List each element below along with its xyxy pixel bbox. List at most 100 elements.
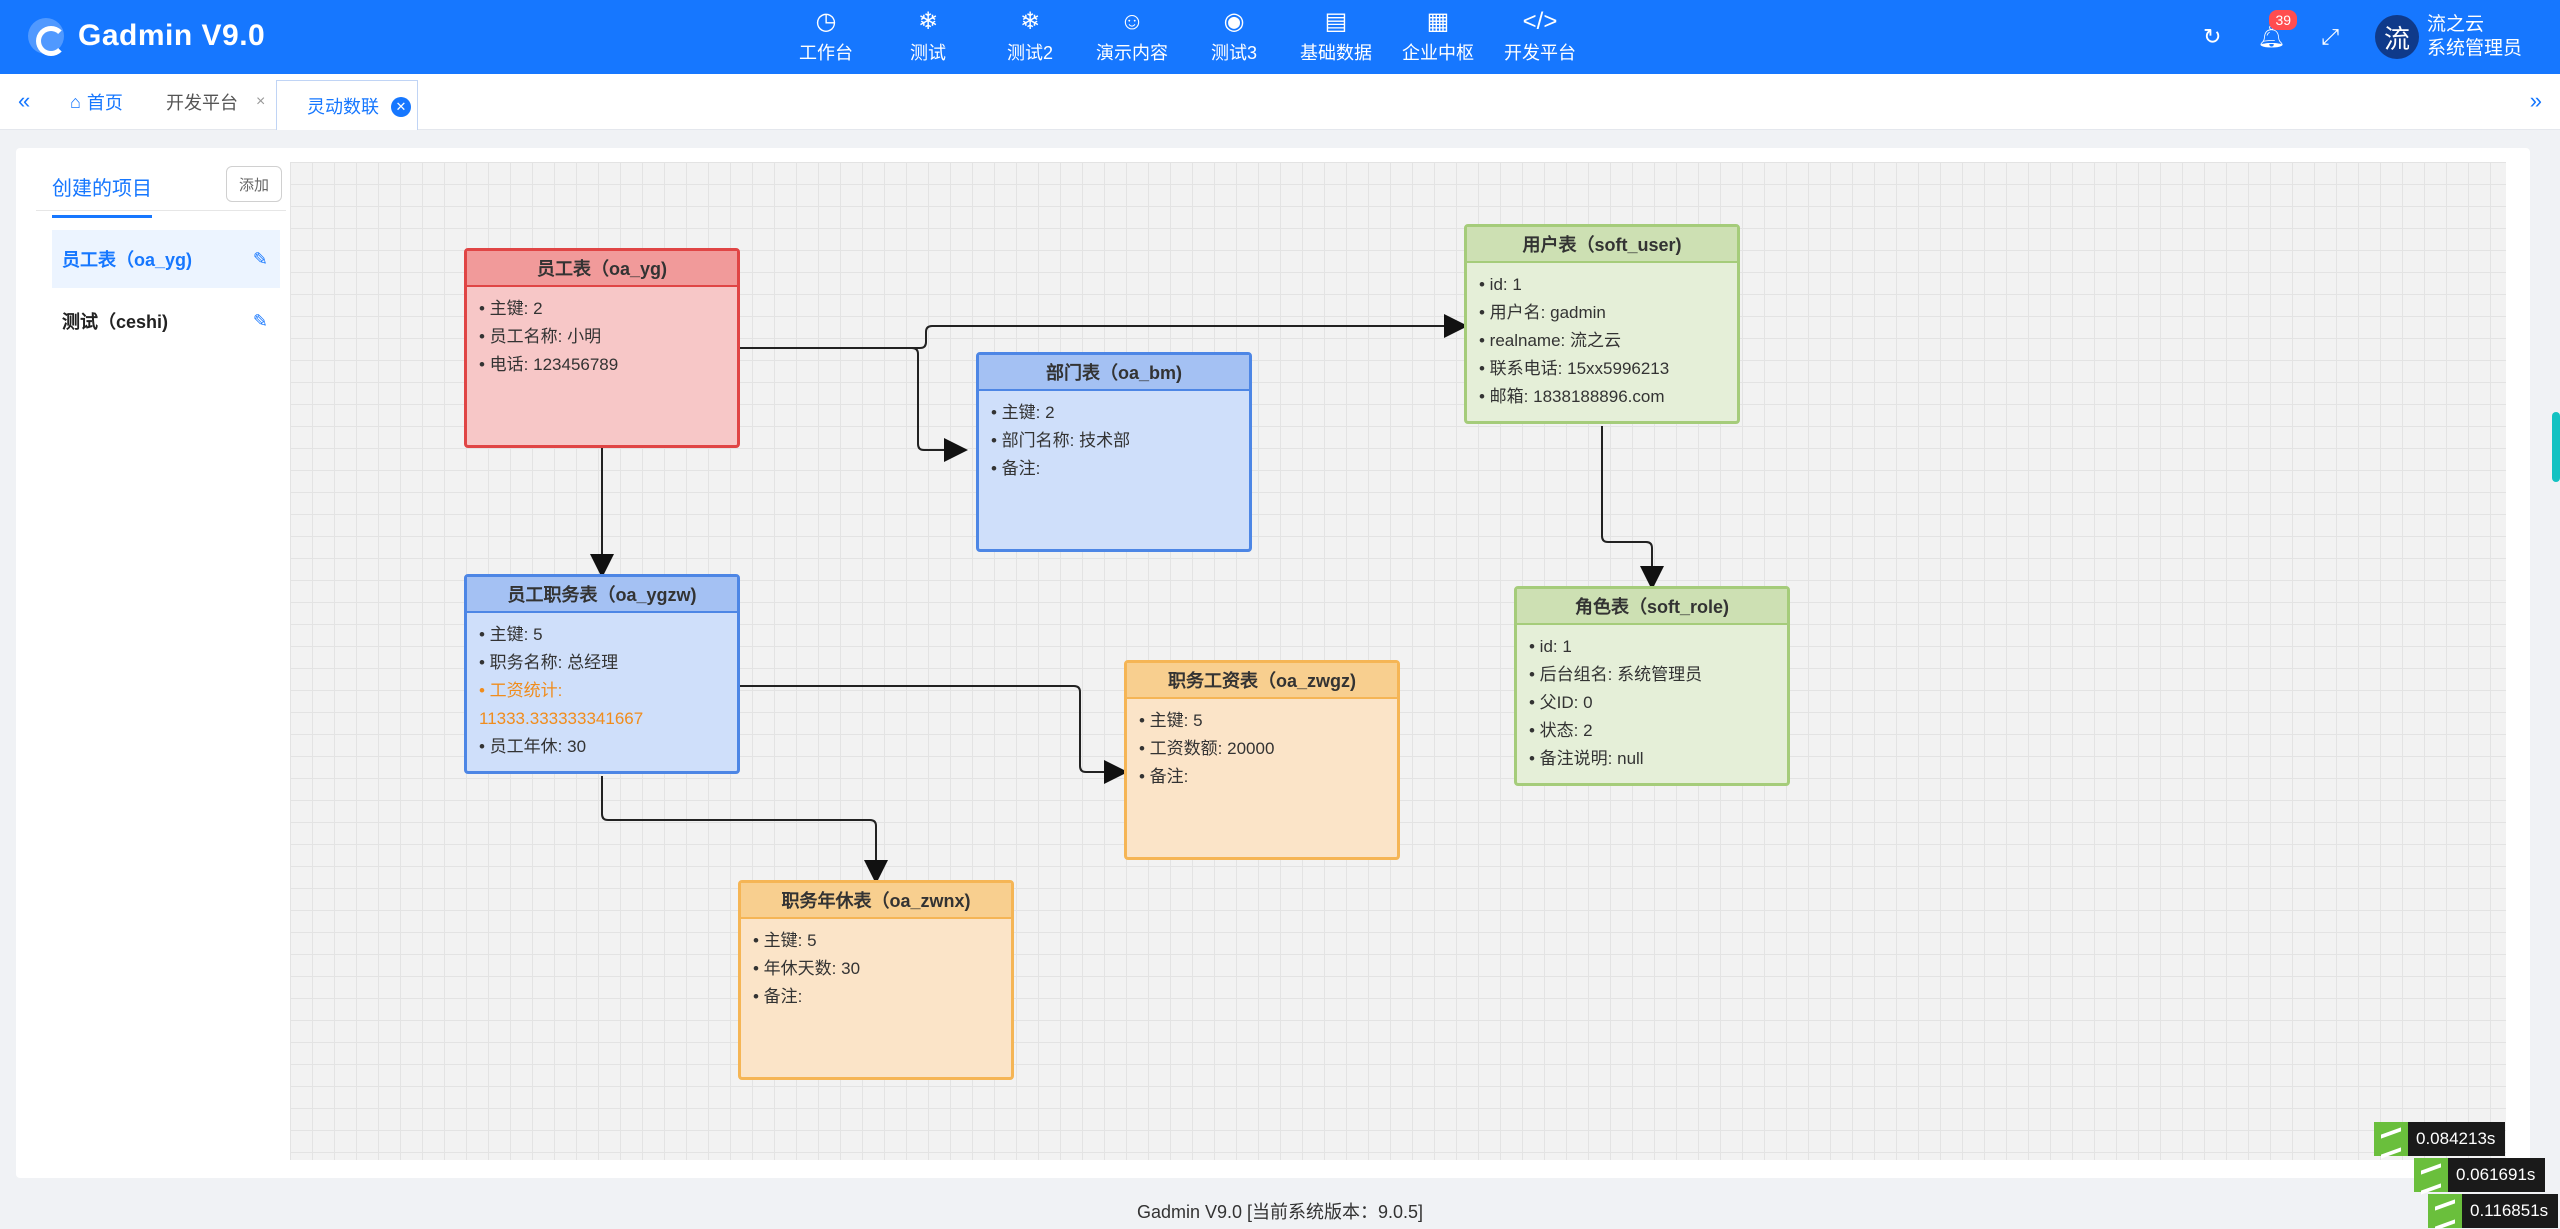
perf-timing: 0.084213s: [2374, 1122, 2506, 1156]
field-row: • id: 1: [1479, 275, 1522, 294]
field-row: • id: 1: [1529, 637, 1572, 656]
nav-item-workbench[interactable]: ◷工作台: [799, 8, 853, 64]
avatar[interactable]: 流: [2374, 15, 2419, 59]
field-row: • 状态: 2: [1529, 721, 1593, 740]
table-card-oa-yg[interactable]: 员工表（oa_yg) • 主键: 2 • 员工名称: 小明 • 电话: 1234…: [464, 248, 740, 448]
nav-item-basic-data[interactable]: ▤基础数据: [1300, 8, 1372, 64]
edit-icon[interactable]: ✎: [252, 248, 268, 269]
refresh-icon[interactable]: ↻: [2203, 24, 2222, 49]
bell-icon[interactable]: 🔔︎39: [2257, 10, 2298, 50]
link-ygzw-zwnx: [601, 776, 888, 884]
nav-item-test[interactable]: ❄测试: [910, 8, 946, 64]
collapse-left-icon[interactable]: «: [18, 88, 31, 113]
close-icon[interactable]: ✕: [391, 97, 411, 117]
table-card-soft-user[interactable]: 用户表（soft_user) • id: 1 • 用户名: gadmin • r…: [1464, 224, 1740, 424]
table-card-oa-zwnx[interactable]: 职务年休表（oa_zwnx) • 主键: 5 • 年休天数: 30 • 备注:: [738, 880, 1014, 1080]
app-logo[interactable]: Gadmin V9.0: [28, 18, 266, 56]
expand-right-icon[interactable]: »: [2529, 88, 2542, 113]
project-item-ceshi[interactable]: 测试（ceshi) ✎: [62, 310, 268, 333]
divider: [36, 210, 286, 211]
home-icon: ⌂: [70, 91, 81, 112]
table-card-oa-ygzw[interactable]: 员工职务表（oa_ygzw) • 主键: 5 • 职务名称: 总经理 • 工资统…: [464, 574, 740, 774]
app-title: Gadmin V9.0: [78, 19, 266, 52]
scroll-indicator[interactable]: [2552, 412, 2560, 482]
diagram-canvas[interactable]: 员工表（oa_yg) • 主键: 2 • 员工名称: 小明 • 电话: 1234…: [290, 162, 2506, 1160]
field-row: • 备注说明: null: [1529, 749, 1644, 768]
field-row: • 备注:: [753, 987, 803, 1006]
link-yg-user: [740, 314, 1468, 349]
perf-timing: 0.061691s: [2414, 1158, 2546, 1192]
tab-dev-platform[interactable]: 开发平台×: [166, 93, 266, 113]
user-name: 流之云: [2426, 14, 2484, 35]
user-role: 系统管理员: [2426, 38, 2522, 59]
table-card-oa-zwgz[interactable]: 职务工资表（oa_zwgz) • 主键: 5 • 工资数额: 20000 • 备…: [1124, 660, 1400, 860]
table-card-oa-bm[interactable]: 部门表（oa_bm) • 主键: 2 • 部门名称: 技术部 • 备注:: [976, 352, 1252, 552]
perf-icon: [2428, 1194, 2462, 1228]
field-row: • 职务名称: 总经理: [479, 653, 619, 672]
field-row: • 员工年休: 30: [479, 737, 587, 756]
field-row: • 主键: 5: [1139, 711, 1203, 730]
apps-icon: ▦: [1426, 8, 1450, 35]
nav-item-demo[interactable]: ☺演示内容: [1096, 8, 1168, 64]
nav-item-enterprise[interactable]: ▦企业中枢: [1402, 8, 1474, 64]
project-item-oa-yg[interactable]: 员工表（oa_yg) ✎: [52, 230, 280, 288]
field-row: • 主键: 5: [753, 931, 817, 950]
field-row: • 联系电话: 15xx5996213: [1479, 359, 1670, 378]
field-row: • 主键: 2: [479, 299, 543, 318]
tab-linked-data[interactable]: 灵动数联✕: [276, 80, 418, 130]
table-title: 用户表（soft_user): [1467, 227, 1737, 263]
top-header: Gadmin V9.0 ◷工作台 ❄测试 ❄测试2 ☺演示内容 ◉测试3 ▤基础…: [0, 0, 2560, 74]
dashboard-icon: ◷: [815, 8, 837, 35]
snowflake-icon: ❄: [917, 8, 939, 35]
smile-icon: ☺: [1119, 8, 1145, 35]
compass-icon: ◉: [1223, 8, 1245, 35]
field-row: • 主键: 5: [479, 625, 543, 644]
code-icon: </>: [1522, 8, 1558, 35]
table-title: 职务工资表（oa_zwgz): [1127, 663, 1397, 699]
table-title: 员工职务表（oa_ygzw): [467, 577, 737, 613]
nav-item-test3[interactable]: ◉测试3: [1210, 8, 1257, 64]
tabs-bar: « ⌂首页 开发平台× 灵动数联✕ »: [0, 74, 2560, 130]
edit-icon[interactable]: ✎: [252, 310, 268, 331]
field-row: • 电话: 123456789: [479, 355, 619, 374]
sidebar-title: 创建的项目: [52, 172, 152, 218]
logo-icon: [28, 18, 66, 56]
user-info[interactable]: 流之云 系统管理员: [2427, 13, 2522, 61]
field-row: • 备注:: [991, 459, 1041, 478]
link-yg-bm: [740, 347, 968, 462]
field-row: • 年休天数: 30: [753, 959, 861, 978]
perf-icon: [2414, 1158, 2448, 1192]
table-title: 职务年休表（oa_zwnx): [741, 883, 1011, 919]
field-row: • 部门名称: 技术部: [991, 431, 1131, 450]
field-row: • 备注:: [1139, 767, 1189, 786]
field-row: • realname: 流之云: [1479, 331, 1621, 350]
field-row: • 用户名: gadmin: [1479, 303, 1606, 322]
field-row: • 父ID: 0: [1529, 693, 1593, 712]
field-row: • 主键: 2: [991, 403, 1055, 422]
fullscreen-icon[interactable]: ⤢: [2321, 24, 2339, 49]
add-button[interactable]: 添加: [226, 166, 282, 202]
tab-home[interactable]: ⌂首页: [70, 91, 123, 114]
nav-item-dev-platform[interactable]: </>开发平台: [1504, 8, 1576, 64]
perf-icon: [2374, 1122, 2408, 1156]
table-card-soft-role[interactable]: 角色表（soft_role) • id: 1 • 后台组名: 系统管理员 • 父…: [1514, 586, 1790, 786]
nav-item-test2[interactable]: ❄测试2: [1006, 8, 1053, 64]
field-row: • 员工名称: 小明: [479, 327, 602, 346]
close-icon[interactable]: ×: [256, 93, 266, 110]
link-user-role: [1601, 426, 1664, 590]
clipboard-icon: ▤: [1324, 8, 1348, 35]
field-row: • 后台组名: 系统管理员: [1529, 665, 1703, 684]
snowflake-icon: ❄: [1019, 8, 1041, 35]
footer-version: Gadmin V9.0 [当前系统版本：9.0.5]: [1136, 1202, 1424, 1222]
table-title: 员工表（oa_yg): [467, 251, 737, 287]
header-actions: ↻ 🔔︎39 ⤢ 流 流之云 系统管理员: [2167, 0, 2522, 74]
field-row: • 工资数额: 20000: [1139, 739, 1275, 758]
field-row-warning: • 工资统计: 11333.333333341667: [479, 681, 644, 728]
field-row: • 邮箱: 1838188896.com: [1479, 387, 1665, 406]
perf-timing: 0.116851s: [2428, 1194, 2559, 1228]
content-card: 创建的项目 添加 员工表（oa_yg) ✎ 测试（ceshi) ✎: [16, 148, 2530, 1178]
link-ygzw-zwgz: [740, 685, 1128, 784]
project-sidebar: 创建的项目 添加 员工表（oa_yg) ✎ 测试（ceshi) ✎: [16, 148, 288, 1178]
table-title: 角色表（soft_role): [1517, 589, 1787, 625]
notification-badge: 39: [2269, 10, 2298, 30]
